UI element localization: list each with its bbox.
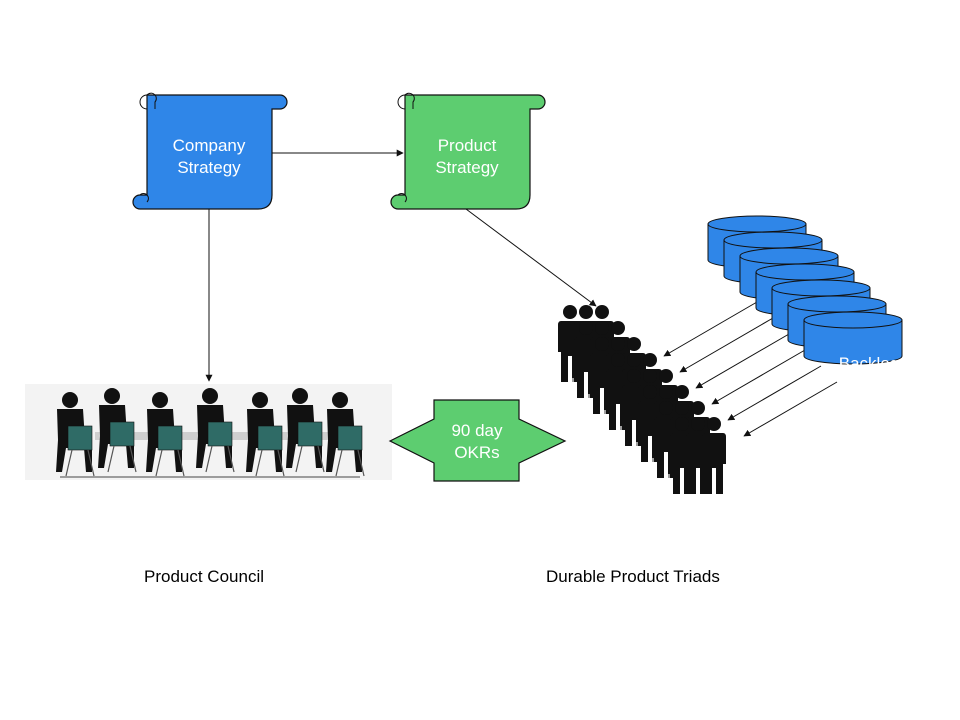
product-strategy-scroll: Product Strategy (390, 92, 546, 210)
scroll-icon (390, 94, 546, 210)
backlog-arrows (663, 301, 838, 437)
product-strategy-line2: Strategy (435, 158, 499, 177)
backlog-stack (707, 215, 903, 365)
scroll-icon (132, 94, 288, 210)
durable-product-triads (556, 305, 726, 499)
meeting-silhouette-icon (56, 388, 365, 478)
person-silhouette-icon (702, 417, 726, 494)
database-icon (803, 311, 903, 365)
company-strategy-line1: Company (173, 136, 246, 155)
okrs-double-arrow: 90 day OKRs (388, 399, 567, 482)
company-strategy-scroll: Company Strategy (132, 92, 288, 210)
okrs-line2: OKRs (454, 443, 499, 462)
product-strategy-line1: Product (438, 136, 497, 155)
product-council-image (25, 384, 392, 480)
arrow-product-to-triads (465, 208, 597, 307)
triad-group (668, 417, 726, 499)
company-strategy-line2: Strategy (177, 158, 241, 177)
backlog-label: Backlog (839, 354, 899, 373)
product-triads-caption: Durable Product Triads (546, 567, 720, 586)
okrs-line1: 90 day (451, 421, 503, 440)
product-council-caption: Product Council (144, 567, 265, 586)
